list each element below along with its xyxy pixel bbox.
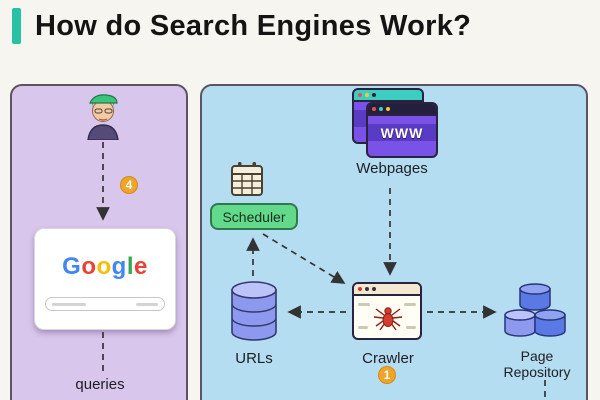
content-line <box>404 303 416 306</box>
step-badge-4: 4 <box>120 176 138 194</box>
window-dot <box>358 287 362 291</box>
user-icon <box>87 94 119 140</box>
content-line <box>358 326 368 329</box>
step-badge-1: 1 <box>378 366 396 384</box>
google-letter: l <box>126 253 134 280</box>
google-letter: G <box>62 253 82 280</box>
google-search-card: Google <box>34 228 176 330</box>
www-banner: WWW <box>368 124 436 141</box>
urls-label: URLs <box>235 350 273 367</box>
crawler-node <box>352 282 422 340</box>
google-letter: o <box>96 253 112 280</box>
crawler-label: Crawler <box>362 350 414 367</box>
window-dot <box>372 93 376 97</box>
title-accent-bar <box>12 8 21 44</box>
window-header <box>354 284 420 296</box>
window-dot <box>379 107 383 111</box>
google-logo: Google <box>35 253 175 281</box>
window-dot <box>372 107 376 111</box>
crawler-window-body <box>354 296 420 338</box>
scheduler-node: Scheduler <box>210 203 298 230</box>
content-line <box>406 326 416 329</box>
calendar-icon <box>231 162 263 196</box>
www-text: WWW <box>380 124 424 141</box>
title-bar: How do Search Engines Work? <box>12 8 471 44</box>
content-line <box>358 303 370 306</box>
google-letter: g <box>111 253 127 280</box>
page-title: How do Search Engines Work? <box>35 9 472 42</box>
window-dot <box>365 93 369 97</box>
window-dot <box>372 287 376 291</box>
urls-database-icon <box>231 281 277 341</box>
queries-label: queries <box>75 376 125 393</box>
window-dot <box>365 287 369 291</box>
window-dot <box>358 93 362 97</box>
webpage-window-front-icon: WWW <box>366 102 438 158</box>
page-repository-icon <box>504 283 566 337</box>
google-letter: e <box>134 253 148 280</box>
webpages-label: Webpages <box>356 160 428 177</box>
search-placeholder-line <box>52 302 86 306</box>
google-search-bar <box>45 297 165 311</box>
spider-icon <box>373 307 403 331</box>
search-url-line <box>136 302 158 306</box>
window-dot <box>386 107 390 111</box>
window-header <box>354 90 422 102</box>
google-letter: o <box>81 253 97 280</box>
page-repository-label: Page Repository <box>503 348 571 381</box>
window-header <box>368 104 436 116</box>
